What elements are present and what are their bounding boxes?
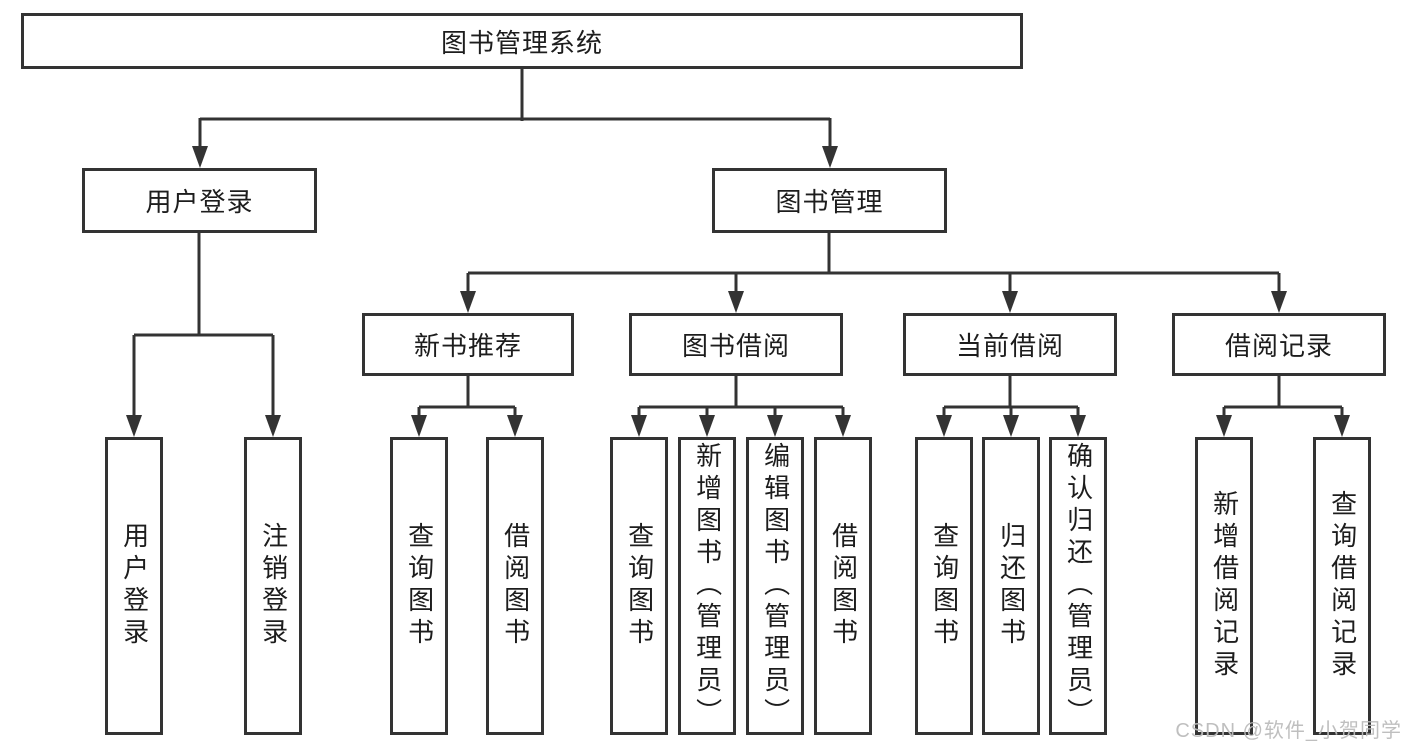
leaf-label: 新增借阅记录 [1209, 490, 1240, 682]
node-user-login: 用户登录 [82, 168, 317, 233]
node-borrowing-records: 借阅记录 [1172, 313, 1386, 376]
leaf-borrow-books-recommend: 借阅图书 [486, 437, 544, 735]
leaf-label: 查询图书 [624, 522, 655, 650]
leaf-query-books-borrowing: 查询图书 [610, 437, 668, 735]
node-new-book-recommend: 新书推荐 [362, 313, 574, 376]
arrowheads [126, 146, 1350, 437]
leaf-label: 归还图书 [996, 522, 1027, 650]
leaf-label: 确认归还（管理员） [1063, 442, 1094, 730]
leaf-edit-books-admin: 编辑图书（管理员） [746, 437, 804, 735]
leaf-label: 查询借阅记录 [1327, 490, 1358, 682]
leaf-return-books: 归还图书 [982, 437, 1040, 735]
watermark: CSDN @软件_小贺同学 [1175, 720, 1402, 742]
leaf-add-books-admin: 新增图书（管理员） [678, 437, 736, 735]
connector-stems [132, 60, 1344, 420]
leaf-label: 借阅图书 [500, 522, 531, 650]
leaf-add-borrow-record: 新增借阅记录 [1195, 437, 1253, 735]
leaf-query-books-recommend: 查询图书 [390, 437, 448, 735]
leaf-label: 查询图书 [929, 522, 960, 650]
node-book-management: 图书管理 [712, 168, 947, 233]
node-root: 图书管理系统 [21, 13, 1023, 69]
leaf-label: 查询图书 [404, 522, 435, 650]
leaf-label: 借阅图书 [828, 522, 859, 650]
leaf-confirm-return-admin: 确认归还（管理员） [1049, 437, 1107, 735]
leaf-label: 编辑图书（管理员） [760, 442, 791, 730]
leaf-label: 注销登录 [258, 522, 289, 650]
node-book-borrowing: 图书借阅 [629, 313, 843, 376]
leaf-logout: 注销登录 [244, 437, 302, 735]
leaf-label: 用户登录 [119, 522, 150, 650]
leaf-label: 新增图书（管理员） [692, 442, 723, 730]
leaf-user-login: 用户登录 [105, 437, 163, 735]
leaf-query-borrow-record: 查询借阅记录 [1313, 437, 1371, 735]
node-current-borrowing: 当前借阅 [903, 313, 1117, 376]
leaf-query-books-current: 查询图书 [915, 437, 973, 735]
leaf-borrow-books-borrowing: 借阅图书 [814, 437, 872, 735]
